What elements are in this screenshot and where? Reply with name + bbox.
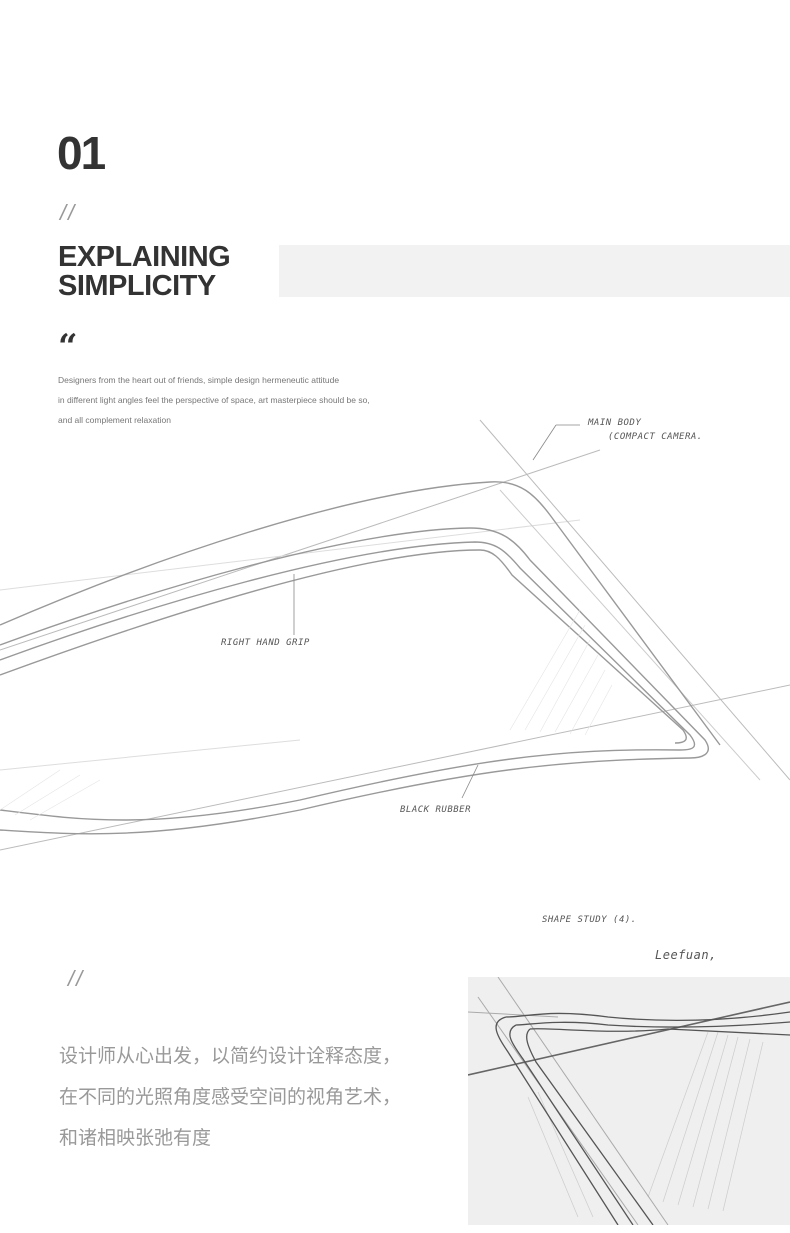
label-right-hand-grip: RIGHT HAND GRIP bbox=[221, 638, 310, 648]
section-number: 01 bbox=[57, 127, 106, 179]
camera-sketch-illustration bbox=[0, 419, 790, 851]
quote-mark-icon: “ bbox=[58, 327, 78, 367]
label-shape-study: SHAPE STUDY (4). bbox=[542, 915, 637, 925]
chinese-description: 设计师从心出发，以简约设计诠释态度， 在不同的光照角度感受空间的视角艺术， 和诸… bbox=[59, 1036, 401, 1159]
sketch-detail-image bbox=[468, 977, 790, 1225]
description-line: 在不同的光照角度感受空间的视角艺术， bbox=[59, 1086, 402, 1108]
title-line-2: SIMPLICITY bbox=[58, 270, 216, 302]
description-line: Designers from the heart out of friends,… bbox=[58, 375, 340, 385]
description-line: in different light angles feel the persp… bbox=[58, 395, 370, 405]
divider-slashes: // bbox=[68, 966, 85, 991]
decorative-grey-bar bbox=[279, 245, 790, 297]
signature: Leefuan, bbox=[655, 948, 717, 962]
description-line: and all complement relaxation bbox=[58, 415, 171, 425]
title-line-1: EXPLAINING bbox=[58, 241, 231, 273]
divider-slashes: // bbox=[60, 200, 77, 225]
description-line: 设计师从心出发，以简约设计诠释态度， bbox=[59, 1045, 402, 1067]
description-line: 和诸相映张弛有度 bbox=[59, 1127, 212, 1149]
page-title: EXPLAINING SIMPLICITY bbox=[58, 241, 231, 302]
english-description: Designers from the heart out of friends,… bbox=[58, 370, 370, 430]
label-main-body: MAIN BODY bbox=[588, 418, 642, 428]
label-compact-camera: (COMPACT CAMERA. bbox=[608, 432, 703, 442]
label-black-rubber: BLACK RUBBER bbox=[400, 805, 472, 815]
